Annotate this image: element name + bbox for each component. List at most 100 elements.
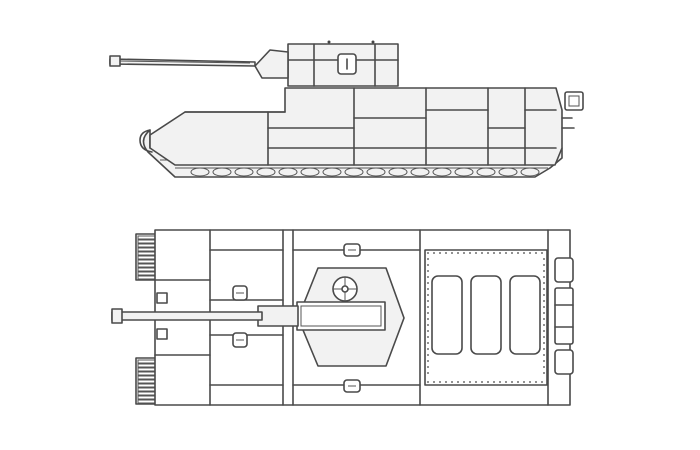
road-wheel xyxy=(300,167,320,177)
rivet xyxy=(543,342,545,344)
road-wheel xyxy=(432,167,452,177)
rivet xyxy=(469,381,471,383)
rivet xyxy=(457,381,459,383)
rivet xyxy=(529,381,531,383)
rivet xyxy=(543,360,545,362)
rivet xyxy=(487,381,489,383)
light-right xyxy=(156,328,168,340)
rivet xyxy=(427,270,429,272)
rivet xyxy=(445,381,447,383)
rivet xyxy=(543,288,545,290)
rivet xyxy=(427,336,429,338)
road-wheel xyxy=(366,167,386,177)
light-left xyxy=(156,292,168,304)
rivet xyxy=(517,252,519,254)
vent-grille-2 xyxy=(470,275,502,355)
rivet xyxy=(475,381,477,383)
road-wheels xyxy=(190,167,540,177)
rivet xyxy=(439,381,441,383)
rivet xyxy=(475,252,477,254)
rivet xyxy=(499,252,501,254)
engine-deck-rivets xyxy=(427,252,545,383)
rivet xyxy=(481,381,483,383)
rivet xyxy=(543,354,545,356)
rivet xyxy=(543,270,545,272)
rear-fitting-upper xyxy=(554,257,574,283)
road-wheel xyxy=(476,167,496,177)
rear-exhaust xyxy=(554,287,574,345)
rivet xyxy=(535,381,537,383)
rivet xyxy=(543,258,545,260)
rivet xyxy=(511,252,513,254)
side-hull xyxy=(149,87,563,166)
rivet xyxy=(543,336,545,338)
rivet xyxy=(427,276,429,278)
vent-grille-3 xyxy=(509,275,541,355)
rivet xyxy=(427,360,429,362)
road-wheel xyxy=(410,167,430,177)
rivet xyxy=(543,318,545,320)
rivet xyxy=(543,306,545,308)
rivet xyxy=(427,330,429,332)
muzzle-side xyxy=(109,55,121,67)
rivet xyxy=(427,372,429,374)
rivet xyxy=(451,381,453,383)
rivet xyxy=(469,252,471,254)
road-wheel xyxy=(190,167,210,177)
rivet xyxy=(427,258,429,260)
rivet xyxy=(427,300,429,302)
rivet xyxy=(445,252,447,254)
rivet xyxy=(543,282,545,284)
rivet xyxy=(541,381,543,383)
rivet xyxy=(529,252,531,254)
road-wheel xyxy=(234,167,254,177)
rear-fitting-lower xyxy=(554,349,574,375)
rivet xyxy=(543,348,545,350)
rivet xyxy=(451,252,453,254)
road-wheel xyxy=(256,167,276,177)
rivet xyxy=(505,381,507,383)
rivet xyxy=(427,288,429,290)
rivet xyxy=(427,282,429,284)
top-gun-barrel xyxy=(111,311,263,321)
rivet xyxy=(493,252,495,254)
rivet xyxy=(427,366,429,368)
rivet xyxy=(535,252,537,254)
vent-grille-1 xyxy=(431,275,463,355)
rivet xyxy=(543,330,545,332)
rivet xyxy=(427,252,429,254)
road-wheel xyxy=(344,167,364,177)
road-wheel xyxy=(520,167,540,177)
rivet xyxy=(505,252,507,254)
rivet xyxy=(427,324,429,326)
rivet xyxy=(427,312,429,314)
side-view xyxy=(109,40,584,178)
side-mantlet xyxy=(254,49,289,79)
road-wheel xyxy=(498,167,518,177)
rivet xyxy=(427,264,429,266)
rivet xyxy=(427,294,429,296)
rivet xyxy=(541,252,543,254)
rivet xyxy=(427,318,429,320)
rivet xyxy=(543,312,545,314)
rivet xyxy=(433,381,435,383)
rear-box-side xyxy=(564,91,584,111)
rivet xyxy=(493,381,495,383)
rivet xyxy=(463,252,465,254)
rivet xyxy=(427,348,429,350)
rivet xyxy=(543,366,545,368)
rivet xyxy=(481,252,483,254)
rivet xyxy=(487,252,489,254)
rivet xyxy=(427,381,429,383)
mantlet-top xyxy=(257,305,299,327)
rivet xyxy=(517,381,519,383)
rivet xyxy=(543,294,545,296)
rivet xyxy=(439,252,441,254)
rivet xyxy=(543,300,545,302)
rivet xyxy=(427,306,429,308)
road-wheel xyxy=(322,167,342,177)
rivet xyxy=(543,276,545,278)
rivet xyxy=(499,381,501,383)
